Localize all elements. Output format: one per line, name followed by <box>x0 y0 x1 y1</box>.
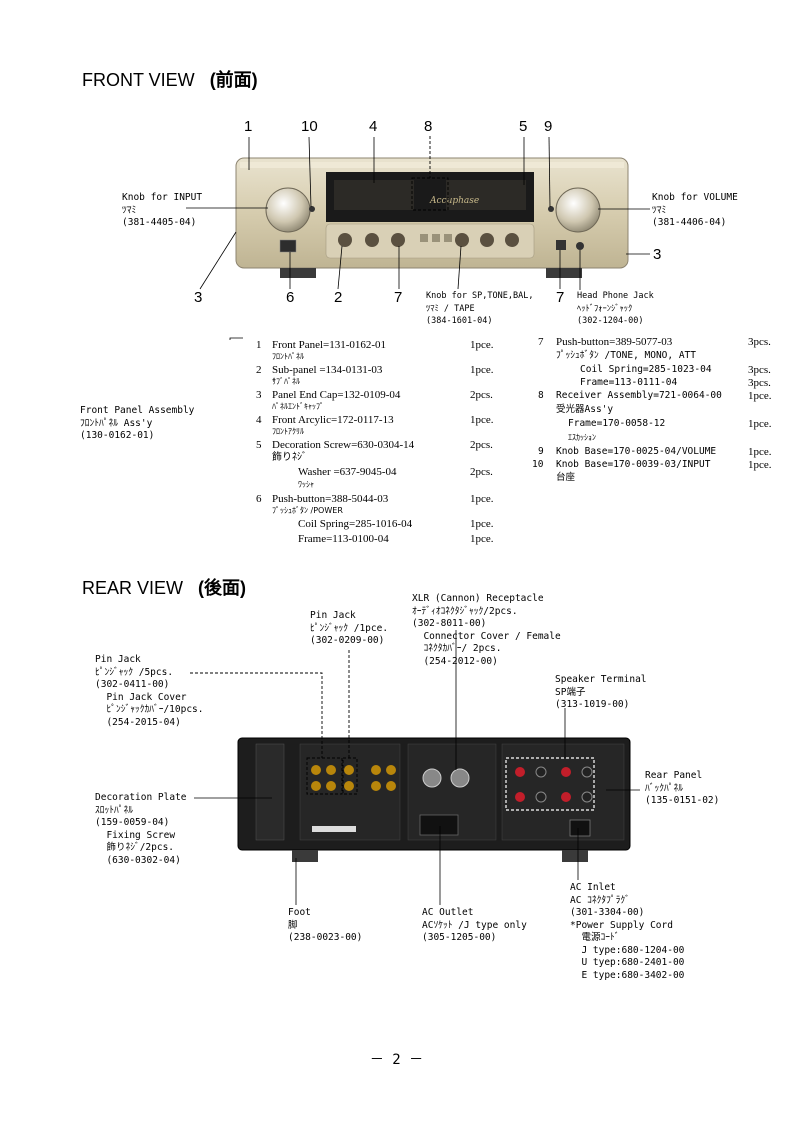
front-amplifier-drawing: Accuphase <box>186 136 650 340</box>
callout-3-right: 3 <box>653 246 662 263</box>
callout-3-left: 3 <box>194 289 203 306</box>
callout-1: 1 <box>244 118 253 135</box>
svg-text:Accuphase: Accuphase <box>429 196 479 206</box>
part-row: 受光器Ass'y <box>556 404 614 415</box>
rear-view-title: REAR VIEW (後面) <box>82 578 247 598</box>
part-row: ｴｽｶｯｼｮﾝ <box>568 433 596 442</box>
callout-10: 10 <box>301 118 318 135</box>
label-small-knobs: Knob for SP,TONE,BAL,ﾂﾏﾐ / TAPE(384-1601… <box>426 291 534 326</box>
front-view-title: FRONT VIEW (前面) <box>82 70 258 90</box>
page-number: － 2 － <box>369 1052 424 1068</box>
callout-7-right: 7 <box>556 289 565 306</box>
callout-7-left: 7 <box>394 289 403 306</box>
part-row: 台座 <box>556 472 576 483</box>
callout-4: 4 <box>369 118 378 135</box>
callout-2: 2 <box>334 289 343 306</box>
callout-9: 9 <box>544 118 553 135</box>
callout-5: 5 <box>519 118 528 135</box>
part-row: ﾌﾟｯｼｭﾎﾞﾀﾝ /TONE, MONO, ATT <box>556 350 696 361</box>
callout-6: 6 <box>286 289 295 306</box>
rear-amplifier-drawing <box>190 630 640 905</box>
callout-8: 8 <box>424 118 433 135</box>
